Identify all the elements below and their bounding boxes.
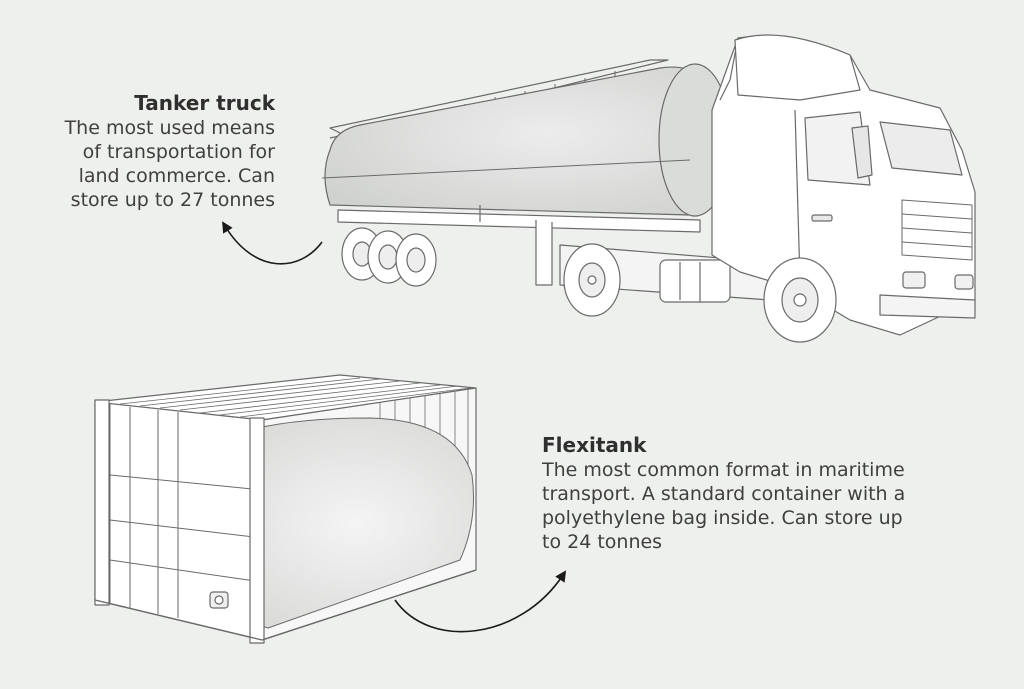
front-wheel xyxy=(763,257,837,343)
tanker-truck-caption: Tanker truck The most used means of tran… xyxy=(15,90,275,212)
trailer-chassis xyxy=(337,209,701,233)
curved-arrow-icon xyxy=(394,570,567,633)
tanker-truck-illustration xyxy=(321,34,976,343)
flexitank-caption: Flexitank The most common format in mari… xyxy=(542,432,982,554)
description-line: transport. A standard container with a xyxy=(542,483,906,505)
tanker-truck-description: The most used means of transportation fo… xyxy=(15,116,275,212)
windshield xyxy=(879,121,963,176)
flexitank-container-illustration xyxy=(94,374,477,644)
description-line: store up to 27 tonnes xyxy=(70,189,275,211)
description-line: The most common format in maritime xyxy=(542,459,905,481)
tanker-truck-title: Tanker truck xyxy=(134,91,275,115)
description-line: polyethylene bag inside. Can store up xyxy=(542,507,903,529)
trailer-wheels xyxy=(341,227,437,287)
description-line: to 24 tonnes xyxy=(542,531,663,553)
flexitank-title: Flexitank xyxy=(542,433,647,457)
description-line: of transportation for xyxy=(82,141,275,163)
flexitank-description: The most common format in maritime trans… xyxy=(542,458,982,554)
description-line: land commerce. Can xyxy=(78,165,275,187)
front-bumper xyxy=(879,294,976,319)
drive-wheels xyxy=(563,243,621,317)
curved-arrow-icon xyxy=(222,221,323,265)
cab-roof-spoiler xyxy=(734,34,861,101)
description-line: The most used means xyxy=(64,117,275,139)
truck-grille xyxy=(901,199,973,261)
